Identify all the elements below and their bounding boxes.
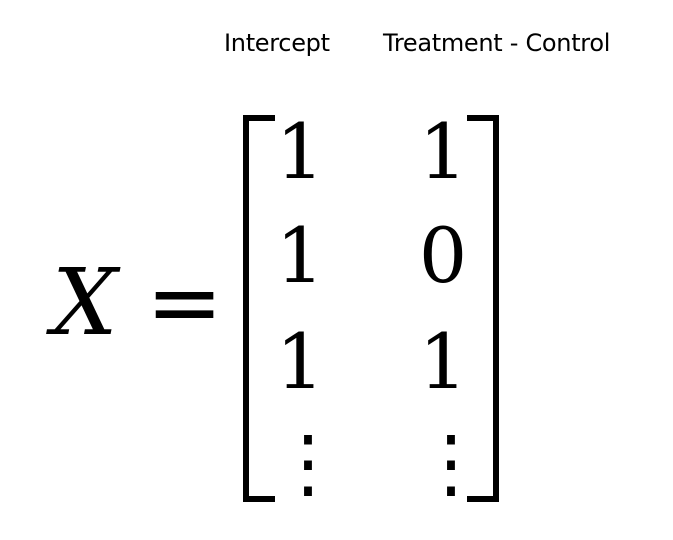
matrix-cell-r1-c2: 1 bbox=[418, 107, 468, 196]
column-header-intercept: Intercept bbox=[224, 29, 330, 57]
matrix-variable: X bbox=[52, 249, 118, 356]
equals-sign: = bbox=[146, 249, 224, 356]
matrix-cell-r2-c2: 0 bbox=[418, 211, 468, 300]
column-header-treatment-control: Treatment - Control bbox=[383, 29, 611, 57]
right-bracket bbox=[467, 115, 499, 502]
left-bracket bbox=[243, 115, 275, 502]
vertical-ellipsis-c2: ⋮ bbox=[413, 418, 489, 507]
matrix-cell-r3-c1: 1 bbox=[275, 317, 325, 406]
matrix-cell-r3-c2: 1 bbox=[418, 317, 468, 406]
matrix-cell-r2-c1: 1 bbox=[275, 211, 325, 300]
matrix-cell-r1-c1: 1 bbox=[275, 107, 325, 196]
vertical-ellipsis-c1: ⋮ bbox=[270, 418, 346, 507]
